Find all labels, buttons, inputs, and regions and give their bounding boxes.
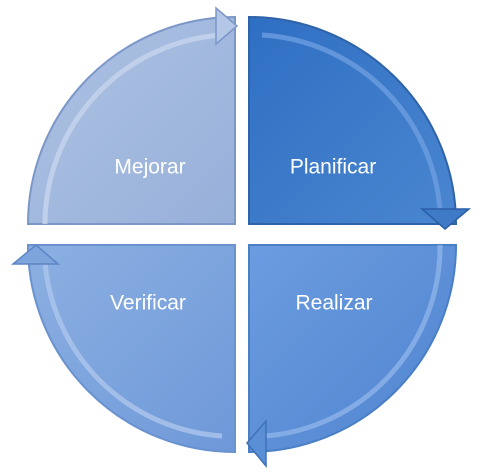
quadrant-mejorar-label: Mejorar [114, 156, 185, 179]
arrow-to-planificar-icon [215, 6, 239, 46]
quadrant-verificar-label: Verificar [110, 292, 186, 315]
quadrant-planificar-label: Planificar [290, 156, 376, 179]
arrow-to-verificar-icon [246, 418, 267, 469]
quadrant-planificar-shape [248, 15, 458, 225]
quadrant-mejorar-arc-band [42, 32, 223, 225]
arrow-to-realizar-icon [419, 208, 472, 230]
quadrant-realizar-label: Realizar [295, 292, 372, 315]
quadrant-mejorar: Mejorar [26, 6, 239, 225]
quadrant-planificar-arc-band [261, 32, 443, 211]
quadrant-realizar-shape [248, 244, 458, 454]
quadrant-planificar: Planificar [248, 15, 472, 230]
quadrant-verificar: Verificar [10, 244, 236, 454]
quadrant-realizar-arc-band [264, 244, 443, 439]
quadrant-realizar: Realizar [246, 244, 458, 469]
arrow-to-mejorar-icon [10, 244, 61, 265]
quadrant-mejorar-shape [26, 15, 236, 225]
quadrant-verificar-arc-band [42, 261, 223, 439]
quadrant-verificar-shape [26, 244, 236, 454]
